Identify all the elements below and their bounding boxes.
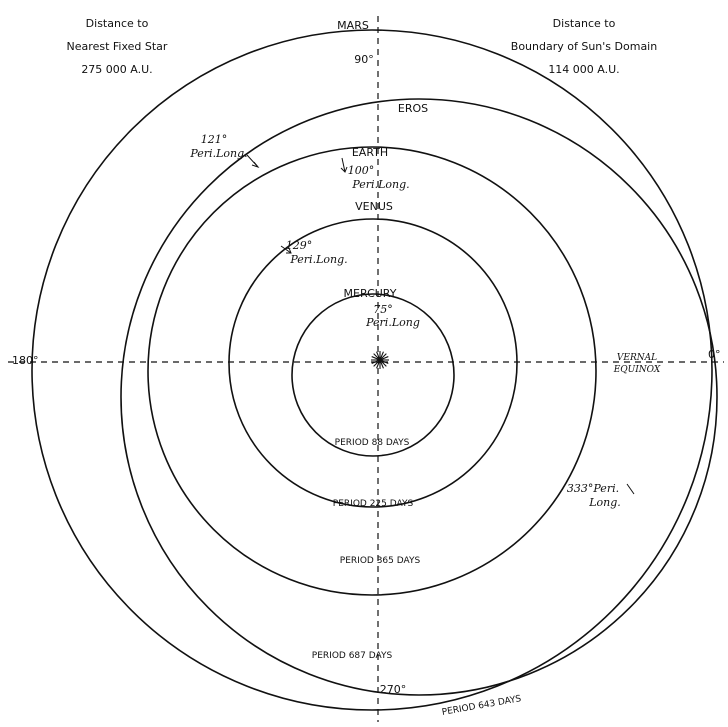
vernal-label: VERNAL: [617, 353, 657, 363]
mars-orbit: [31, 29, 713, 711]
sun-ray: [379, 353, 387, 361]
earth-orbit: [147, 146, 597, 596]
left-note-line1: Distance to: [86, 17, 149, 30]
deg-180-label: 180°: [12, 354, 39, 367]
earth-peri-label: Peri.Long.: [351, 178, 409, 191]
eros-period: PERIOD 643 DAYS: [441, 694, 522, 718]
sun-icon: [371, 351, 389, 369]
venus-peri-arrow: [280, 245, 292, 254]
sun-ray: [373, 353, 381, 361]
earth-peri-arrowhead: [340, 166, 348, 173]
sun-ray: [371, 359, 381, 364]
earth-label: EARTH: [352, 146, 388, 159]
sun-ray: [371, 356, 381, 361]
sun-ray: [379, 359, 387, 367]
deg-90-label: 90°: [354, 53, 374, 66]
left-note-line2: Nearest Fixed Star: [67, 40, 168, 53]
mars-period: PERIOD 687 DAYS: [312, 651, 393, 661]
venus-peri-label: Peri.Long.: [289, 253, 347, 266]
mercury-label: MERCURY: [344, 287, 397, 300]
eros-label: EROS: [398, 102, 428, 115]
venus-period: PERIOD 225 DAYS: [333, 499, 414, 509]
earth-peri-deg: 100°: [348, 164, 375, 177]
left-note-line3: 275 000 A.U.: [81, 63, 152, 76]
eros-peri2-deg: 333°Peri.: [567, 482, 619, 495]
equinox-label: EQUINOX: [613, 365, 661, 375]
mercury-peri-deg: 75°: [373, 303, 393, 316]
eros-peri-label: Peri.Long.: [189, 147, 247, 160]
eros-peri2-arrow: [626, 483, 635, 495]
sun-ray: [379, 359, 389, 364]
venus-peri-arrowhead: [286, 247, 292, 254]
right-note-line3: 114 000 A.U.: [548, 63, 619, 76]
venus-label: VENUS: [355, 200, 393, 213]
venus-orbit: [228, 218, 518, 508]
sun-ray: [379, 359, 384, 369]
eros-peri-deg: 121°: [201, 133, 228, 146]
eros-peri-arrowhead: [251, 161, 260, 169]
earth-period: PERIOD 365 DAYS: [340, 556, 421, 566]
sun-ray: [379, 356, 389, 361]
eros-orbit: [120, 98, 718, 696]
deg-0-label: 0°: [708, 348, 721, 361]
sun-ray: [379, 351, 384, 361]
deg-270-label: 270°: [380, 683, 407, 696]
mercury-period: PERIOD 88 DAYS: [335, 438, 410, 448]
sun-ray: [376, 359, 381, 369]
mercury-orbit: [291, 293, 455, 457]
eros-peri2-label: Long.: [588, 496, 621, 509]
sun-ray: [373, 359, 381, 367]
earth-peri-arrow: [341, 157, 346, 173]
right-note-line1: Distance to: [553, 17, 616, 30]
mercury-peri-label: Peri.Long: [365, 316, 420, 329]
right-note-line2: Boundary of Sun's Domain: [511, 40, 657, 53]
venus-peri-deg: 129°: [286, 239, 313, 252]
mars-label: MARS: [337, 19, 369, 32]
sun-ray: [376, 351, 381, 361]
